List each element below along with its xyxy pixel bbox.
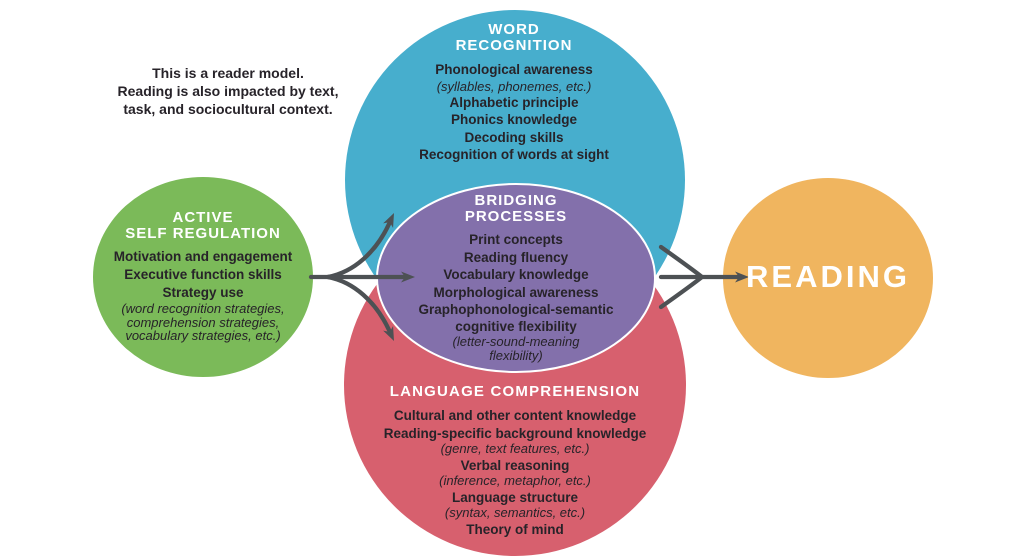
wr-detail-line: (syllables, phonemes, etc.) [436, 78, 592, 94]
arrowhead-up [383, 213, 394, 229]
bp-item: Reading fluency [463, 249, 569, 265]
bridging-processes-title-line: PROCESSES [464, 208, 568, 225]
asr-item: Executive function skills [124, 267, 282, 282]
word-recognition-text: WORD RECOGNITION Phonological awareness … [354, 22, 674, 164]
wr-item: Recognition of words at sight [419, 147, 609, 162]
lc-item: Theory of mind [466, 521, 564, 537]
asr-item: Strategy use [162, 285, 244, 300]
bp-detail-line: flexibility) [489, 347, 543, 363]
wr-item: Phonological awareness [435, 62, 593, 77]
note-line: task, and sociocultural context. [123, 101, 333, 117]
bp-item: Vocabulary knowledge [443, 267, 589, 282]
lc-item: Verbal reasoning [460, 457, 570, 473]
note-line: This is a reader model. [152, 65, 304, 81]
reading-circle [723, 178, 933, 378]
bp-item: Morphological awareness [433, 284, 599, 300]
reading-label: READING [746, 259, 910, 294]
converge-upper-line [658, 244, 705, 280]
asr-detail-line: vocabulary strategies, etc.) [125, 328, 281, 343]
reader-model-note: This is a reader model. Reading is also … [88, 64, 368, 118]
asr-to-venn-arrows [308, 221, 406, 333]
language-comprehension-text: LANGUAGE COMPREHENSION Cultural and othe… [345, 383, 685, 538]
arrowhead-mid [401, 271, 415, 283]
bp-item: Graphophonological-semantic [418, 302, 614, 317]
bp-detail-line: (letter-sound-meaning [452, 333, 580, 349]
asr-detail-line: (word recognition strategies, [121, 301, 285, 316]
bp-item: cognitive flexibility [455, 318, 577, 334]
active-self-regulation-text: ACTIVE SELF REGULATION Motivation and en… [88, 210, 318, 343]
word-recognition-title-line: WORD [488, 21, 540, 38]
lc-detail-line: (syntax, semantics, etc.) [444, 505, 586, 520]
bridging-processes-title-line: BRIDGING [474, 192, 558, 209]
asr-detail-line: comprehension strategies, [126, 314, 280, 330]
active-self-regulation-title-line: SELF REGULATION [125, 225, 281, 242]
arrow-down-curve [325, 274, 392, 333]
arrowhead-reading [735, 271, 749, 283]
note-line: Reading is also impacted by text, [117, 83, 339, 99]
wr-item: Alphabetic principle [449, 94, 579, 110]
active-self-regulation-circle [93, 177, 313, 377]
reading-text: READING [723, 259, 933, 295]
word-recognition-title-line: RECOGNITION [455, 37, 573, 54]
lc-item: Cultural and other content knowledge [393, 408, 637, 423]
lc-item: Language structure [451, 489, 579, 505]
wr-item: Decoding skills [464, 129, 564, 145]
arrowhead-down [383, 325, 394, 341]
bridging-processes-text: BRIDGING PROCESSES Print concepts Readin… [366, 193, 666, 363]
bp-item: Print concepts [469, 232, 563, 247]
converge-lower-line [658, 274, 705, 310]
lc-detail-line: (genre, text features, etc.) [440, 441, 590, 456]
venn-to-reading-arrow [658, 244, 740, 310]
asr-item: Motivation and engagement [113, 249, 293, 264]
lc-detail-line: (inference, metaphor, etc.) [439, 473, 591, 488]
active-self-regulation-title-line: ACTIVE [172, 209, 234, 226]
lc-item: Reading-specific background knowledge [383, 425, 647, 441]
language-comprehension-title: LANGUAGE COMPREHENSION [389, 383, 641, 400]
wr-item: Phonics knowledge [450, 112, 578, 127]
